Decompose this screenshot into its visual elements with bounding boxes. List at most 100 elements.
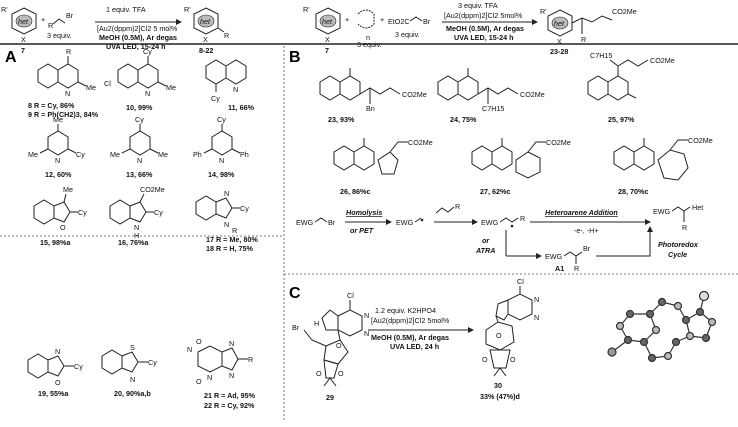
n-atom: N: [364, 311, 369, 320]
cond-c-3: MeOH (0.5M), Ar degas: [371, 333, 449, 342]
header-right-scheme: het R' X 7 + n 3 equiv. + EtO2C Br 3 equ…: [303, 1, 637, 56]
ester: CO2Me: [650, 56, 675, 65]
c7h15-sub: C7H15: [590, 51, 612, 60]
br-atom: Br: [292, 323, 300, 332]
plus-sign-2: +: [345, 15, 349, 24]
cmpd-15: Me Cy O 15, 98%a: [33, 185, 87, 247]
cyclic-alkene: n 3 equiv.: [357, 9, 382, 49]
cy-sub: Cy: [74, 362, 83, 371]
crystal-structure-image: [607, 290, 717, 363]
cy-sub: Cy: [217, 115, 226, 124]
cmpd-23: Bn CO2Me 23, 93%: [319, 68, 427, 124]
header-left-scheme: het R' X 7 + R Br 3 equiv. 1 equiv. TFA …: [1, 5, 229, 55]
n-atom: N: [55, 156, 60, 165]
o-atom: O: [55, 378, 61, 387]
cy-sub: Cy: [76, 150, 85, 159]
cond-c-2: [Au2(dppm)2]Cl2 5mol%: [371, 316, 450, 325]
product-r-mech: R: [682, 223, 687, 232]
cmpd-28-label: 28, 70%c: [618, 187, 648, 196]
cmpd-16-label: 16, 76%a: [118, 238, 149, 247]
cycle-label: Cycle: [668, 250, 687, 259]
cmpd-26: CO2Me 26, 86%c: [333, 138, 433, 196]
cmpd-24: C7H15 CO2Me 24, 75%: [437, 68, 545, 124]
cmpd-14: Cy Ph Ph N 14, 98%: [193, 115, 249, 179]
cmpd-8-9: R Me N 8 R = Cy, 86% 9 R = Ph(CH2)3, 84%: [28, 47, 99, 119]
panel-a-label: A: [5, 49, 17, 66]
a1-label: A1: [555, 264, 564, 273]
cy-sub: Cy: [78, 208, 87, 217]
cmpd-12-label: 12, 60%: [45, 170, 72, 179]
cy-sub: Cy: [154, 208, 163, 217]
me-sub-2: Me: [28, 150, 38, 159]
cy-sub: Cy: [135, 115, 144, 124]
cond-left-2: [Au2(dppm)2]Cl2 5 mol%: [97, 24, 178, 33]
product-r-right: R: [581, 35, 586, 44]
cond-right-2: [Au2(dppm)2]Cl2 5mol%: [444, 11, 523, 20]
ester-sub: CO2Me: [140, 185, 165, 194]
adduct-r: R: [520, 214, 525, 223]
cond-left-1: 1 equiv. TFA: [106, 5, 146, 14]
cmpd-10-label: 10, 99%: [126, 103, 153, 112]
cmpd-28: CO2Me 28, 70%c: [613, 136, 713, 196]
n-atom-2: N: [364, 329, 369, 338]
cmpd-29: Cl H N N O Br O O 29: [292, 291, 369, 402]
me-sub-2: Me: [158, 150, 168, 159]
me-sub: Me: [86, 83, 96, 92]
homolysis-label: Homolysis: [346, 208, 382, 217]
bromoester-equiv: 3 equiv.: [395, 30, 420, 39]
ph-sub: Ph: [193, 150, 202, 159]
cmpd-27: CO2Me 27, 62%c: [471, 138, 571, 196]
cond-c-1: 1.2 equiv. K2HPO4: [375, 306, 436, 315]
ewg-a1: EWG: [545, 252, 563, 261]
cmpd-17-label: 17 R = Me, 80%: [206, 235, 258, 244]
cmpd-12: Me Me Cy N 12, 60%: [28, 115, 85, 179]
o-acetal-1: O: [482, 355, 488, 364]
photoredox-label: Photoredox: [658, 240, 699, 249]
a1-br: Br: [583, 244, 591, 253]
cmpd-23-label: 23, 93%: [328, 115, 355, 124]
panel-b-label: B: [289, 49, 301, 66]
het-product: het R' R X 8-22: [184, 5, 229, 55]
cmpd-16: CO2Me Cy N H 16, 76%a: [109, 185, 165, 247]
o-atom-2: O: [196, 377, 202, 386]
cmpd-13-label: 13, 66%: [126, 170, 153, 179]
cmpd-18-label: 18 R = H, 75%: [206, 244, 254, 253]
het-label: het: [18, 17, 29, 26]
n-atom-2: N: [534, 313, 539, 322]
cmpd-13: Cy Me Me N 13, 66%: [110, 115, 168, 179]
me-sub: Me: [166, 83, 176, 92]
svg-text:n: n: [366, 33, 370, 42]
product-r: R: [224, 31, 229, 40]
cy-sub: Cy: [240, 204, 249, 213]
n-atom-2: N: [224, 220, 229, 229]
cond-right-3: MeOH (0.5M), Ar degas: [446, 24, 524, 33]
ring-o: O: [496, 331, 502, 340]
het-reactant: het R' X 7: [1, 5, 37, 55]
het-reactant-right: het R' X 7: [303, 5, 341, 55]
reactant-number-right: 7: [325, 46, 329, 55]
x-atom-product-right: X: [557, 37, 562, 46]
n-atom: N: [534, 295, 539, 304]
ewg-product: EWG: [653, 207, 671, 216]
cmpd-20: Cy S N 20, 90%a,b: [101, 343, 157, 398]
alkyl-bromide: R Br 3 equiv.: [47, 11, 74, 40]
het-add-sub: -e-, -H+: [574, 226, 599, 235]
n-atom-3: N: [229, 339, 234, 348]
n-atom: N: [137, 156, 142, 165]
cmpd-27-label: 27, 62%c: [480, 187, 510, 196]
bromide-equiv: 3 equiv.: [47, 31, 72, 40]
ewg-start: EWG: [296, 218, 314, 227]
cmpd-25: C7H15 CO2Me 25, 97%: [587, 51, 675, 124]
ester: CO2Me: [546, 138, 571, 147]
cmpd-8-label: 8 R = Cy, 86%: [28, 101, 75, 110]
product-number: 8-22: [199, 46, 213, 55]
me-sub: Me: [110, 150, 120, 159]
substituent-product-right: R': [540, 7, 547, 16]
cmpd-11-label: 11, 66%: [228, 103, 255, 112]
n-atom: N: [55, 347, 60, 356]
o-atom: O: [60, 223, 66, 232]
r-sub: R: [248, 355, 253, 364]
alkene-r: R: [455, 202, 460, 211]
o-acetal-2: O: [510, 355, 516, 364]
